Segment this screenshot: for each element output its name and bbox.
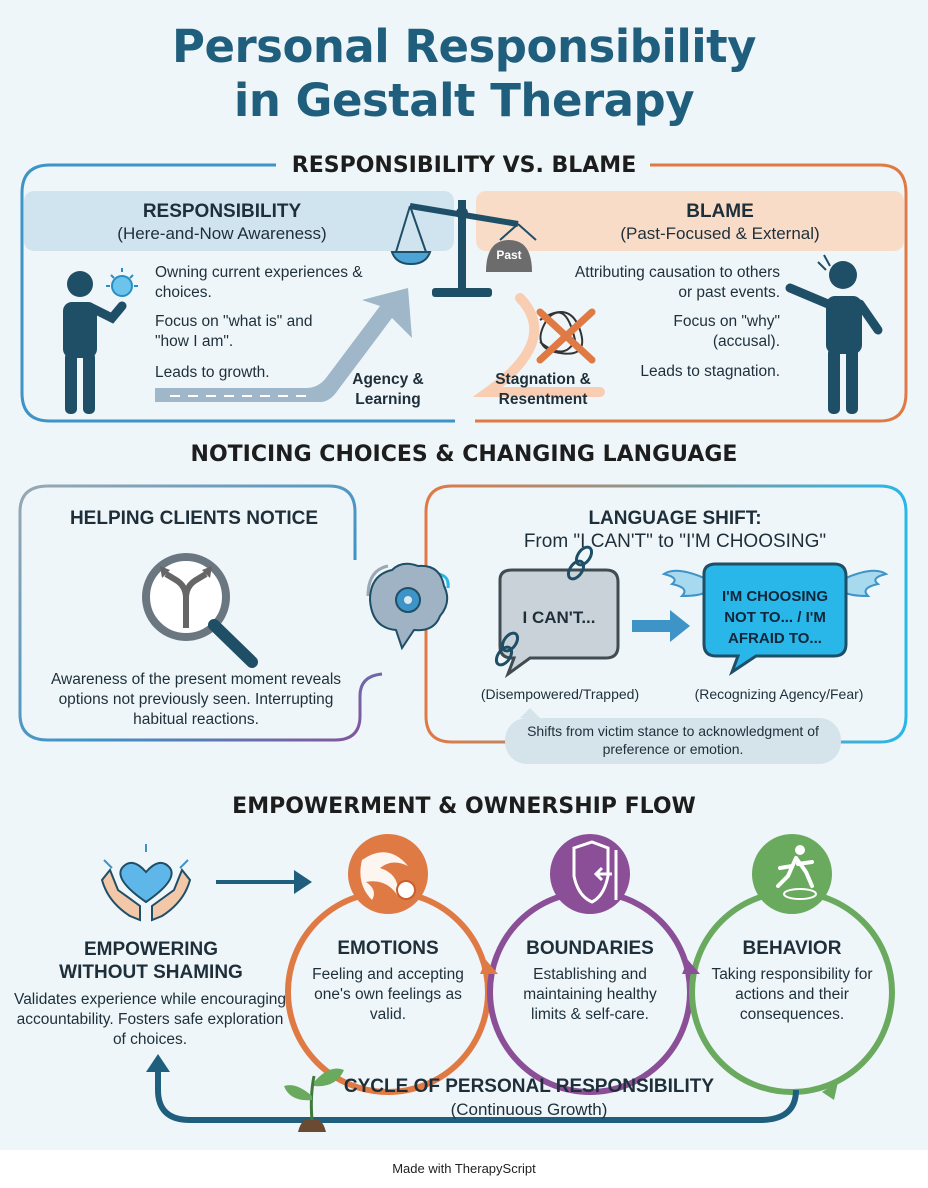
language-title: LANGUAGE SHIFT: <box>588 508 762 529</box>
footer-credit: Made with TherapyScript <box>0 1150 928 1188</box>
section1-heading: RESPONSIBILITY VS. BLAME <box>277 153 651 178</box>
emotions-title: EMOTIONS <box>337 938 439 959</box>
shift-note-pill <box>505 718 841 764</box>
emotions-text: Feeling and accepting one's own feelings… <box>312 966 464 1023</box>
page-title-line-2: in Gestalt Therapy <box>233 74 695 127</box>
responsibility-subtitle: (Here-and-Now Awareness) <box>117 224 327 243</box>
shift-arrow-icon <box>632 610 690 642</box>
language-subtitle: From "I CAN'T" to "I'M CHOOSING" <box>523 531 827 552</box>
section2-graphics <box>18 484 908 764</box>
page-title-line-1: Personal Responsibility <box>171 20 757 73</box>
shield-door-icon <box>572 840 618 904</box>
empowering-text: Validates experience while encouraging a… <box>14 991 286 1048</box>
cycle-subtitle: (Continuous Growth) <box>450 1100 608 1119</box>
person-reflecting-icon <box>63 271 127 414</box>
notice-panel-frame <box>18 484 383 742</box>
notice-title: HELPING CLIENTS NOTICE <box>69 508 319 529</box>
notice-text: Awareness of the present moment reveals … <box>50 671 342 728</box>
blame-subtitle: (Past-Focused & External) <box>620 224 820 243</box>
responsibility-header-band <box>24 191 454 251</box>
light-orb-icon <box>106 268 138 297</box>
section3-heading: EMPOWERMENT & OWNERSHIP FLOW <box>218 794 710 819</box>
balance-scale-icon <box>390 200 537 297</box>
responsibility-title: RESPONSIBILITY <box>142 201 302 222</box>
sprout-icon <box>284 1068 344 1132</box>
person-blaming-icon <box>785 261 883 414</box>
tangle-x-icon <box>536 308 596 364</box>
blame-point-3: Leads to stagnation. <box>640 363 780 380</box>
stagnation-resentment-label: Stagnation & Resentment <box>495 371 591 408</box>
cycle-return-arrow <box>155 1070 799 1123</box>
choosing-speech-bubble <box>702 562 848 676</box>
responsibility-point-2: Focus on "what is" and "how I am". <box>155 313 313 350</box>
section2-heading: NOTICING CHOICES & CHANGING LANGUAGE <box>176 442 752 467</box>
flow-arrow-icon <box>216 870 312 894</box>
choosing-caption: (Recognizing Agency/Fear) <box>694 686 864 702</box>
past-weight-icon <box>486 240 532 272</box>
shift-note-text: Shifts from victim stance to acknowledgm… <box>527 723 819 757</box>
cycle-title: CYCLE OF PERSONAL RESPONSIBILITY <box>343 1076 715 1097</box>
agency-learning-label: Agency & Learning <box>352 371 424 408</box>
boundaries-badge <box>550 834 630 914</box>
stagnation-path <box>472 293 605 397</box>
behavior-text: Taking responsibility for actions and th… <box>711 966 873 1023</box>
magnifier-crossroads-icon <box>142 553 258 668</box>
blame-title: BLAME <box>686 201 754 222</box>
cant-speech-bubble <box>498 568 620 679</box>
hands-heart-icon <box>100 844 192 922</box>
anger-lines-icon <box>817 254 831 271</box>
broken-chain-icon <box>494 545 594 667</box>
boundaries-title: BOUNDARIES <box>526 938 654 959</box>
blame-panel-frame <box>475 163 908 423</box>
growth-road-arrow <box>155 288 412 402</box>
behavior-badge <box>752 834 832 914</box>
choosing-bubble-text: I'M CHOOSING NOT TO... / I'M AFRAID TO..… <box>721 588 829 647</box>
section3-graphics <box>100 834 895 1132</box>
past-weight-label: Past <box>496 248 522 262</box>
person-stepping-icon <box>776 845 817 900</box>
responsibility-panel-frame <box>20 163 455 423</box>
emotion-wave-icon <box>360 852 416 900</box>
responsibility-point-3: Leads to growth. <box>155 364 270 381</box>
responsibility-point-1: Owning current experiences & choices. <box>155 264 363 301</box>
behavior-title: BEHAVIOR <box>742 938 842 959</box>
infographic: Personal Responsibility in Gestalt Thera… <box>0 0 928 1150</box>
blame-point-1: Attributing causation to others or past … <box>574 264 780 301</box>
blame-header-band <box>476 191 904 251</box>
empowering-title: EMPOWERING WITHOUT SHAMING <box>59 939 243 983</box>
boundaries-text: Establishing and maintaining healthy lim… <box>523 966 657 1023</box>
section1-graphics <box>20 163 908 423</box>
brain-gear-icon <box>368 562 449 651</box>
blame-point-2: Focus on "why" (accusal). <box>673 313 780 350</box>
cant-bubble-text: I CAN'T... <box>522 608 596 627</box>
wings-icon <box>661 569 889 598</box>
cant-caption: (Disempowered/Trapped) <box>480 686 640 702</box>
